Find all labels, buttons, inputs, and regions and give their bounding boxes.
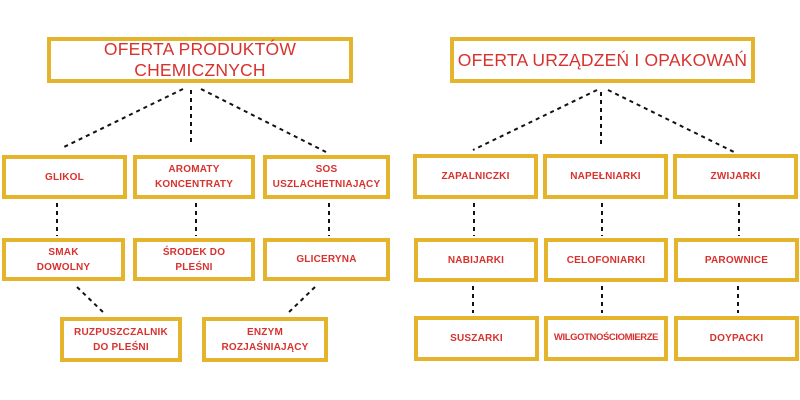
node-srodek-do-plesni: ŚRODEK DO PLEŚNI	[133, 238, 255, 281]
node-zwijarki: ZWIJARKI	[673, 154, 798, 199]
node-enzym-rozjasniajacy: ENZYM ROZJAŚNIAJĄCY	[202, 317, 328, 362]
node-wilgotnosciomierze: WILGOTNOŚCIOMIERZE	[544, 316, 668, 361]
left-tree-title: OFERTA PRODUKTÓW CHEMICZNYCH	[47, 37, 353, 83]
right-tree-title: OFERTA URZĄDZEŃ I OPAKOWAŃ	[450, 37, 755, 83]
node-smak-dowolny: SMAK DOWOLNY	[2, 238, 125, 281]
node-celofoniarki: CELOFONIARKI	[544, 238, 668, 282]
node-suszarki: SUSZARKI	[414, 316, 539, 361]
node-napelniarki: NAPEŁNIARKI	[543, 154, 668, 199]
connector-left-title-to-glikol	[63, 88, 184, 148]
node-nabijarki: NABIJARKI	[414, 238, 538, 282]
node-parownice: PAROWNICE	[674, 238, 799, 282]
node-doypacki: DOYPACKI	[674, 316, 799, 361]
node-glikol: GLIKOL	[2, 155, 127, 199]
connector-gliceryna-to-enzym	[286, 286, 316, 315]
connector-left-title-to-sos	[200, 88, 327, 153]
node-sos-uszlachetniajacy: SOS USZLACHETNIAJĄCY	[263, 155, 390, 199]
connector-right-title-to-zapalniczki	[472, 89, 598, 151]
node-gliceryna: GLICERYNA	[263, 238, 390, 281]
node-aromaty-koncentraty: AROMATY KONCENTRATY	[133, 155, 255, 199]
node-ruzpuszczalnik-do-plesni: RUZPUSZCZALNIK DO PLEŚNI	[60, 317, 182, 362]
connector-smak-to-ruzpuszczalnik	[76, 286, 106, 315]
node-zapalniczki: ZAPALNICZKI	[413, 154, 538, 199]
connector-right-title-to-zwijarki	[607, 89, 735, 153]
